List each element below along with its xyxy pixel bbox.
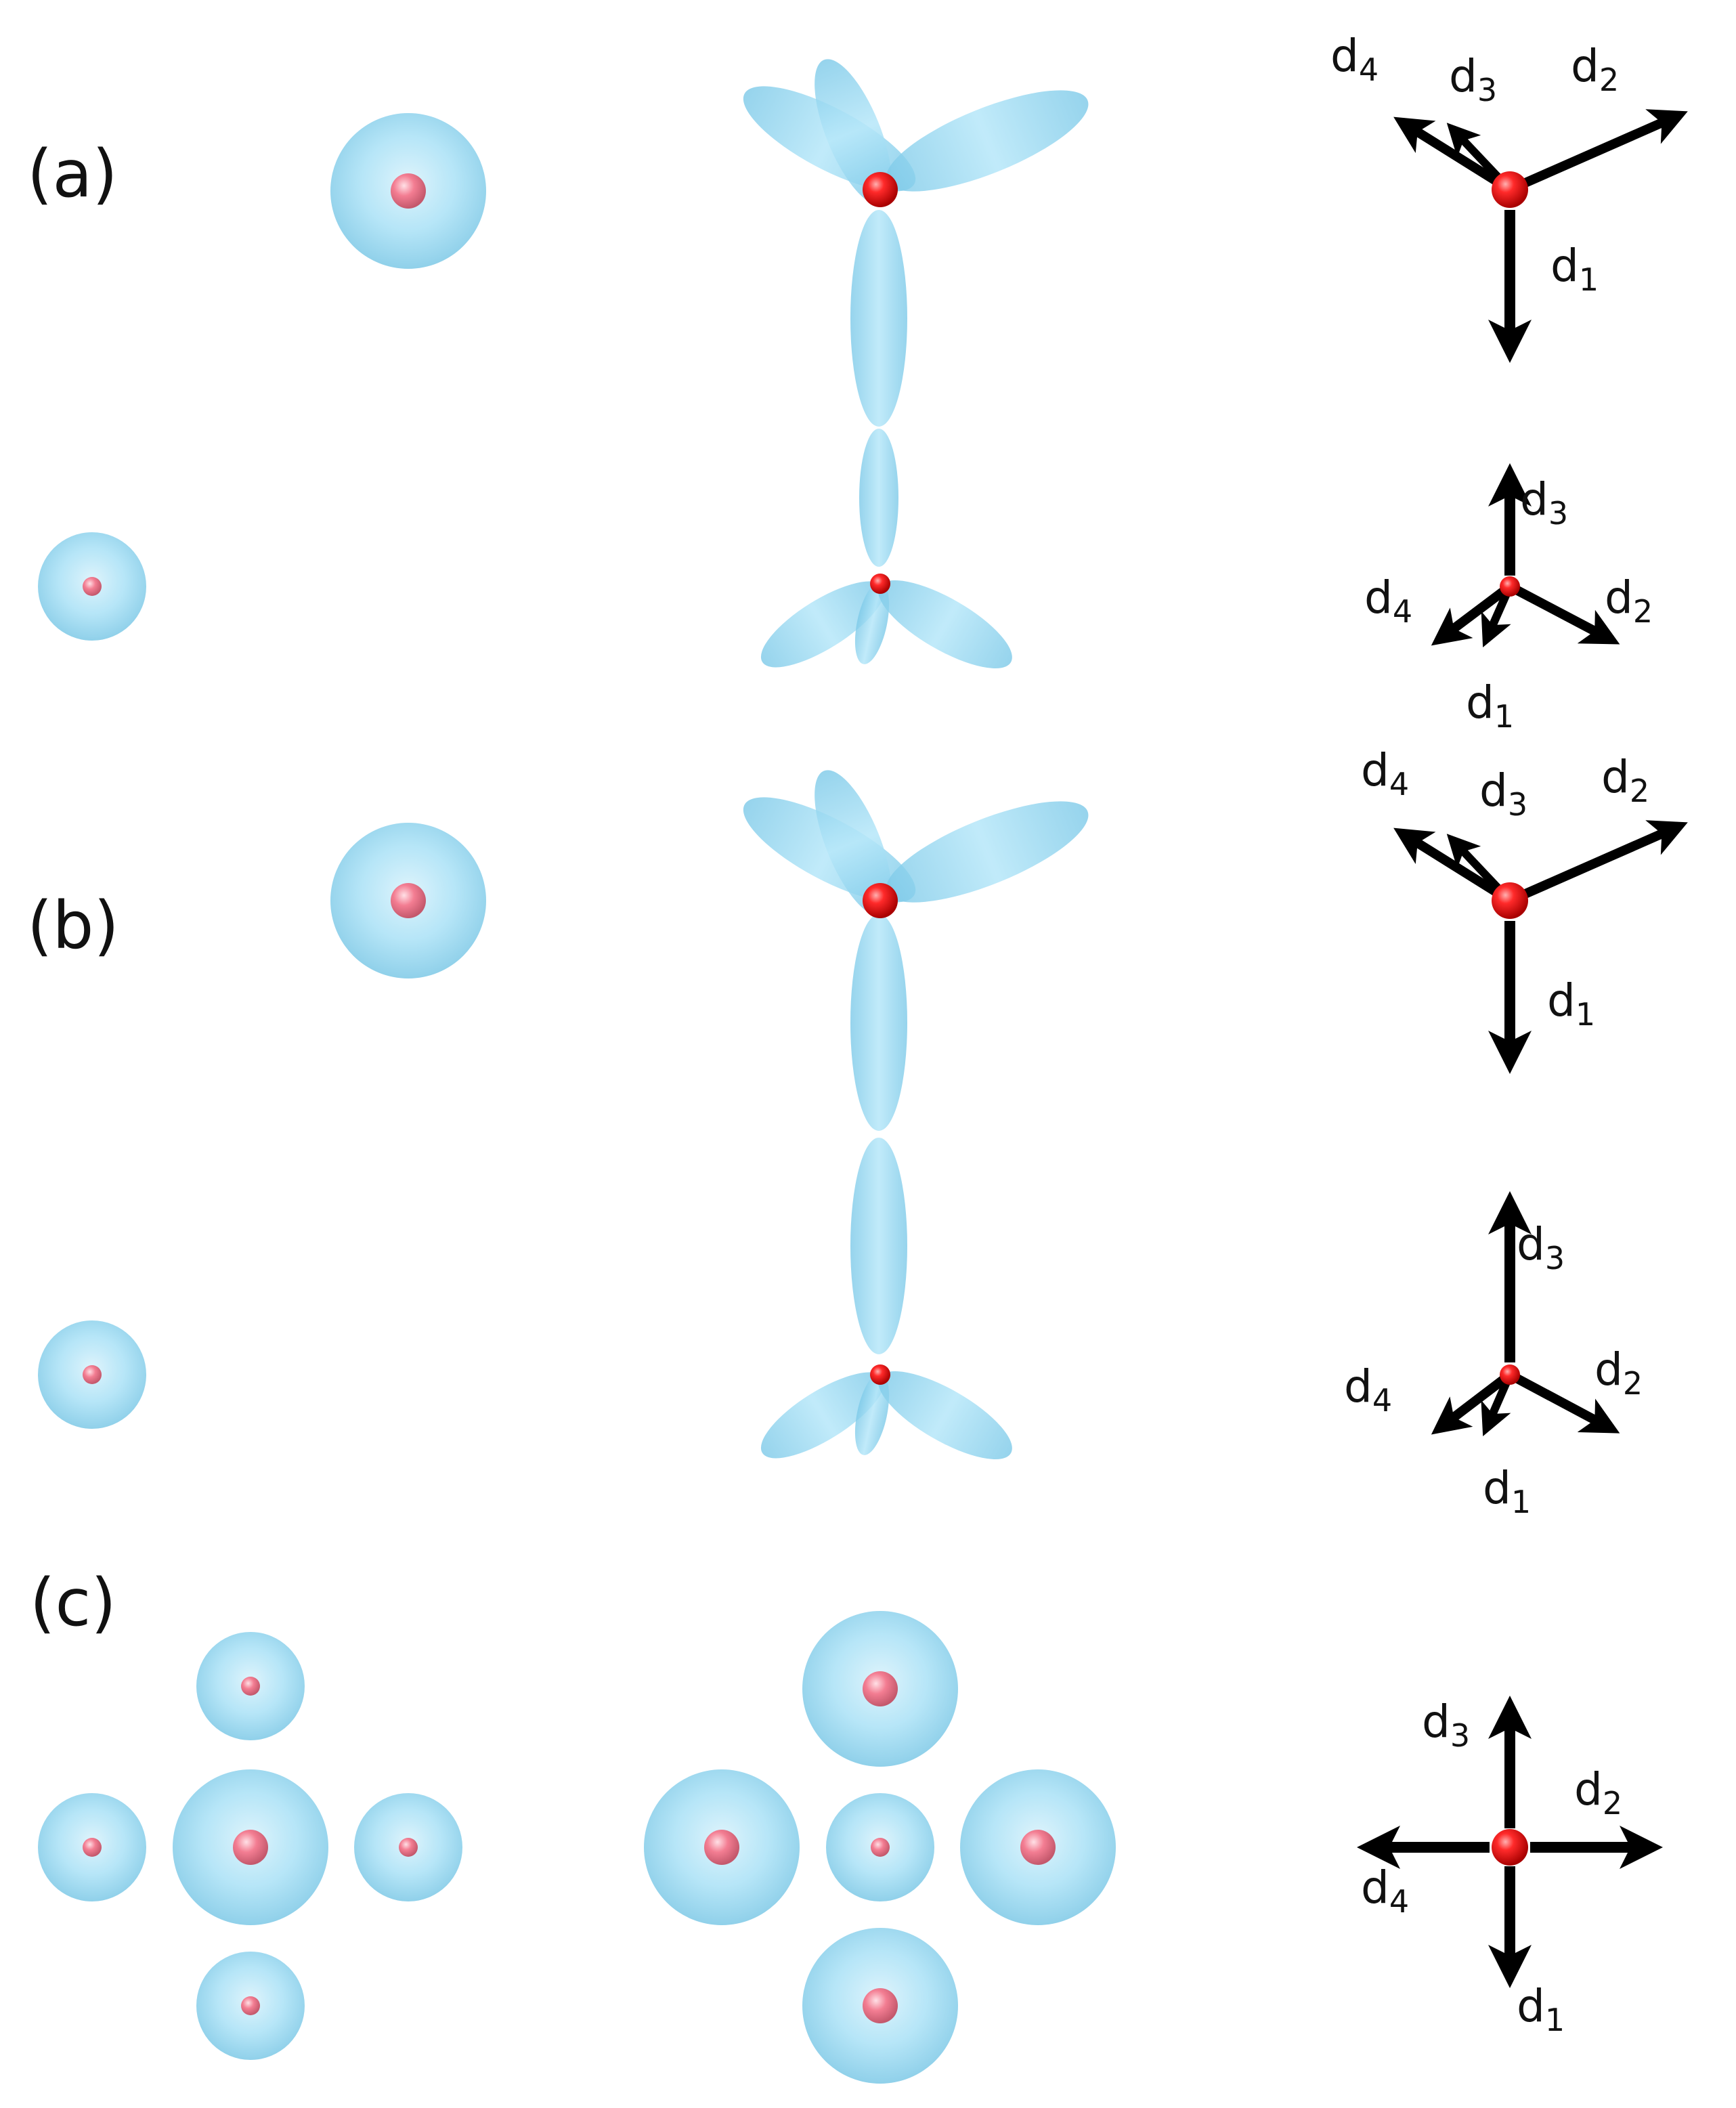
vector-label: d1 — [1466, 676, 1514, 735]
sphere-orbital — [38, 532, 146, 641]
atom-red — [863, 172, 898, 207]
atom-red — [870, 574, 890, 594]
vector-arrow — [1507, 582, 1620, 645]
panel-a-spheres — [38, 113, 486, 641]
vector-arrow — [1508, 109, 1688, 194]
lobe — [878, 1371, 1012, 1459]
lobe — [760, 1372, 885, 1459]
sphere-orbital — [826, 1793, 934, 1901]
panel-a-vectors: d4 d3 d2 d1 d3 d4 d2 d1 — [1330, 30, 1688, 735]
vector-label: d3 — [1422, 1696, 1470, 1754]
atom-pink — [863, 1671, 898, 1706]
vector-label: d3 — [1517, 1218, 1565, 1276]
vector-label: d1 — [1547, 974, 1595, 1033]
atom-red — [1492, 1829, 1528, 1866]
lobe — [878, 580, 1012, 668]
atom-red — [1492, 882, 1528, 919]
lobe — [760, 581, 885, 668]
panel-c-left-cluster — [38, 1632, 462, 2060]
lobe — [815, 770, 892, 916]
sphere-orbital — [196, 1632, 305, 1740]
vector-label: d1 — [1517, 1980, 1565, 2038]
sphere-orbital — [173, 1769, 328, 1925]
panel-b-lobes — [743, 770, 1089, 1459]
sphere-orbital — [802, 1611, 958, 1767]
sphere-orbital — [38, 1320, 146, 1429]
sphere-orbital — [330, 823, 486, 978]
vector-label: d4 — [1344, 1360, 1392, 1419]
vector-label: d3 — [1449, 50, 1497, 108]
lobe — [859, 429, 898, 567]
panel-label-b: (b) — [27, 888, 119, 964]
vector-label: d4 — [1364, 572, 1412, 630]
atom-pink — [233, 1830, 268, 1865]
lobe — [850, 210, 907, 427]
vector-arrow — [1507, 1370, 1620, 1434]
lobe — [854, 582, 890, 664]
vector-label: d2 — [1574, 1763, 1622, 1822]
sphere-orbital — [196, 1952, 305, 2060]
atom-red — [1492, 171, 1528, 208]
lobe — [886, 90, 1089, 192]
sphere-orbital — [330, 113, 486, 269]
panel-c-middle-cluster — [644, 1611, 1116, 2084]
atom-red — [1500, 576, 1520, 597]
lobe — [886, 801, 1089, 903]
atom-pink — [83, 1365, 102, 1384]
sphere-orbital — [644, 1769, 800, 1925]
atom-pink — [1020, 1830, 1056, 1865]
panel-b-spheres — [38, 823, 486, 1429]
vector-arrow — [1508, 820, 1688, 905]
vector-label: d4 — [1361, 744, 1409, 802]
atom-pink — [863, 1988, 898, 2023]
vector-label: d1 — [1550, 240, 1599, 298]
atom-red — [863, 883, 898, 918]
atom-pink — [391, 883, 426, 918]
atom-pink — [399, 1838, 418, 1857]
sphere-orbital — [802, 1928, 958, 2084]
vector-label: d2 — [1594, 1343, 1643, 1402]
panel-b-vectors: d4 d3 d2 d1 d3 d4 d2 d1 — [1344, 744, 1688, 1520]
lobe — [854, 1373, 890, 1455]
vector-label: d3 — [1479, 765, 1527, 823]
sphere-orbital — [38, 1793, 146, 1901]
atom-pink — [704, 1830, 739, 1865]
atom-pink — [83, 1838, 102, 1857]
vector-arrow — [1431, 1371, 1513, 1435]
lobe — [850, 1138, 907, 1354]
atom-pink — [241, 1996, 260, 2015]
vector-arrow — [1431, 582, 1513, 646]
vector-label: d4 — [1330, 30, 1379, 88]
panel-label-a: (a) — [27, 136, 118, 212]
panel-c-vectors: d3 d2 d4 d1 — [1357, 1696, 1663, 2038]
atom-pink — [241, 1677, 260, 1696]
lobe — [850, 914, 907, 1131]
vector-label: d2 — [1571, 40, 1619, 98]
atom-pink — [871, 1838, 890, 1857]
atom-pink — [83, 577, 102, 596]
panel-a-lobes — [743, 59, 1089, 668]
sphere-orbital — [354, 1793, 462, 1901]
vector-label: d3 — [1520, 473, 1568, 532]
panel-label-c: (c) — [30, 1565, 116, 1641]
vector-label: d1 — [1483, 1462, 1531, 1520]
atom-pink — [391, 173, 426, 209]
lobe — [815, 59, 892, 205]
sphere-orbital — [960, 1769, 1116, 1925]
vector-label: d4 — [1361, 1862, 1409, 1920]
vector-label: d2 — [1605, 572, 1653, 630]
atom-red — [1500, 1364, 1520, 1385]
vector-label: d2 — [1601, 751, 1649, 809]
atom-red — [870, 1364, 890, 1385]
